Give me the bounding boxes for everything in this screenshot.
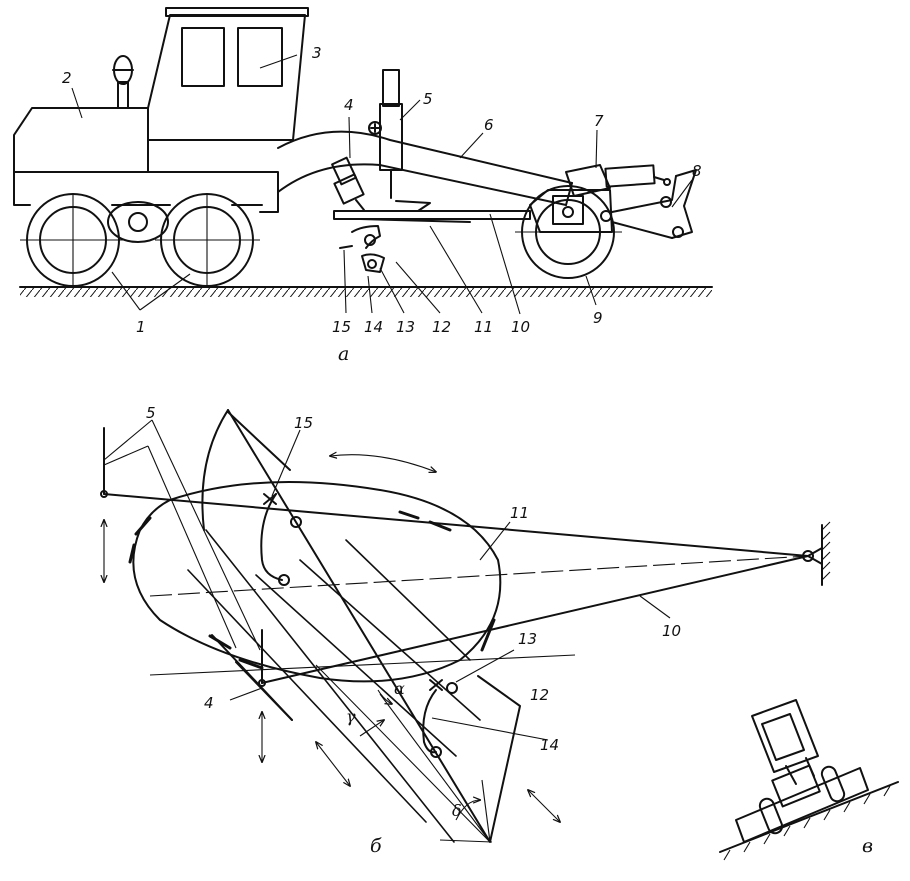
label-6: 6: [484, 116, 494, 134]
blade-12: [227, 409, 521, 843]
label-14: 14: [364, 318, 383, 336]
rear-wheel-1: [20, 193, 126, 287]
front-blade-8: [600, 169, 697, 239]
label-b-14: 14: [540, 736, 559, 754]
label-11: 11: [474, 318, 493, 336]
drawbar-upper-edge: [103, 493, 809, 557]
front-cylinder-7: [565, 164, 671, 197]
angle-delta: δ: [452, 801, 462, 820]
blade-top-edge: [201, 409, 229, 531]
label-3: 3: [312, 44, 322, 62]
main-frame-top: [277, 130, 573, 184]
slope-frame: [735, 767, 869, 843]
label-8: 8: [692, 162, 702, 180]
circle-mount: [395, 200, 431, 212]
engine-hood: [13, 107, 149, 173]
label-b-4: 4: [204, 694, 214, 712]
motion-arrows: [104, 455, 560, 822]
label-b-13: 13: [518, 630, 537, 648]
rod-15: [260, 493, 283, 581]
angle-alpha: α: [394, 679, 405, 698]
main-frame-bottom: [277, 163, 567, 206]
label-7: 7: [594, 112, 604, 130]
label-5: 5: [423, 90, 433, 108]
blade-upper: [351, 225, 381, 249]
drawbar-lower-edge: [261, 555, 809, 684]
label-b-15: 15: [294, 414, 313, 432]
label-b-5: 5: [146, 404, 156, 422]
label-13: 13: [396, 318, 415, 336]
leaders-b: [103, 419, 671, 741]
side-view-a: 1 2 3 4 5 6 7 8 9 10 11 12 13 14 15 а: [13, 7, 713, 365]
rear-wheel-2: [155, 193, 260, 287]
balance-bogie: [107, 201, 169, 243]
label-1: 1: [136, 318, 146, 336]
plan-view-b: 5 15 11 10 13 12 14 4 α γ δ б: [100, 404, 831, 857]
angle-gamma: γ: [346, 707, 356, 726]
cab-roof: [165, 7, 309, 17]
subfigure-label-a: а: [338, 343, 349, 365]
label-2: 2: [62, 69, 72, 87]
subfigure-label-b: б: [370, 835, 382, 857]
label-12: 12: [432, 318, 451, 336]
lift-cylinder: [368, 69, 403, 199]
label-b-12: 12: [530, 686, 549, 704]
ground-hatch: [20, 288, 712, 297]
front-wheel: [515, 185, 622, 279]
label-4: 4: [344, 96, 354, 114]
drawbar-10: [333, 210, 531, 220]
label-9: 9: [593, 309, 603, 327]
drawbar-axis: [149, 555, 809, 597]
drawbar-lower: [359, 218, 471, 223]
label-10: 10: [511, 318, 530, 336]
leaders-a: [71, 54, 693, 315]
cylinder-4: [331, 156, 365, 211]
cab-window-left: [181, 27, 225, 87]
slope-cab: [751, 699, 819, 773]
label-b-11: 11: [510, 504, 529, 522]
label-b-10: 10: [662, 622, 681, 640]
cab-window-right: [237, 27, 283, 87]
blade-axis-line: [149, 654, 576, 676]
slope-sketch-v: в: [719, 699, 899, 861]
slope-wheel-left: [758, 797, 784, 835]
slope-wheel-right: [820, 765, 846, 803]
label-15: 15: [332, 318, 351, 336]
exhaust-pipe: [117, 81, 129, 109]
subfigure-label-v: в: [862, 835, 873, 857]
